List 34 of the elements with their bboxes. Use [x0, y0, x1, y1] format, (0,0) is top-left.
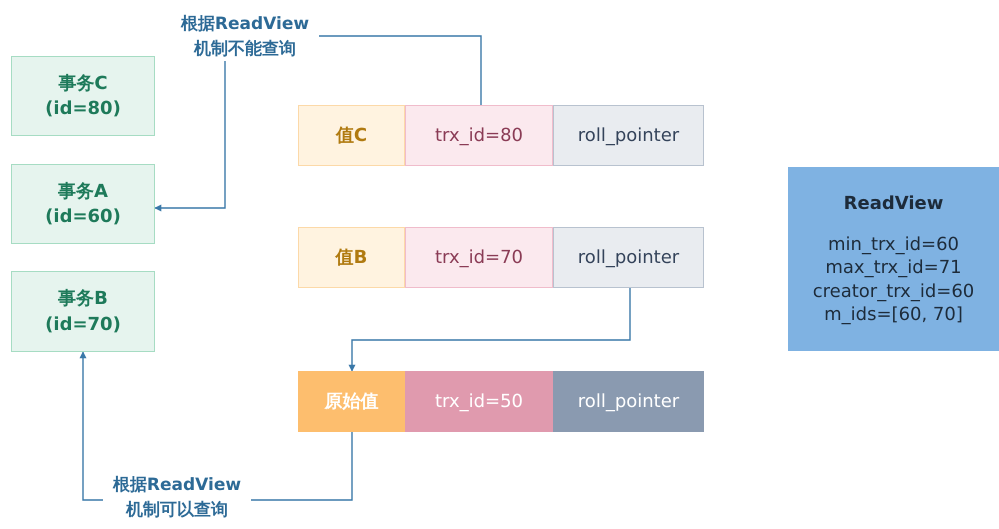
field-value: m_ids=[60, 70] — [824, 303, 963, 326]
transaction-id: (id=70) — [45, 312, 121, 336]
transaction-name: 事务A — [58, 180, 108, 204]
cell-text: 原始值 — [324, 390, 378, 414]
value-cell — [298, 105, 405, 166]
roll-pointer-cell — [553, 227, 704, 288]
value-cell — [298, 227, 405, 288]
transaction-box — [11, 271, 155, 352]
roll-pointer-cell — [553, 371, 704, 432]
field-value: max_trx_id=71 — [825, 256, 962, 280]
cell-text: trx_id=50 — [434, 390, 524, 414]
trx-id-cell — [405, 371, 553, 432]
transaction-box — [11, 56, 155, 136]
transaction-id: (id=80) — [45, 97, 121, 121]
box-heading: ReadView — [844, 192, 944, 215]
cell-text: trx_id=70 — [434, 246, 524, 270]
arrow — [348, 288, 631, 372]
roll-pointer-cell — [553, 105, 704, 166]
cell-text: roll_pointer — [578, 246, 680, 270]
field-value: creator_trx_id=60 — [812, 280, 974, 304]
trx-id-cell — [405, 105, 553, 166]
trx-id-cell — [405, 227, 553, 288]
cell-text: 值C — [336, 124, 368, 148]
cell-text: roll_pointer — [578, 124, 680, 148]
transaction-name: 事务C — [58, 72, 108, 96]
cell-text: 值B — [336, 246, 368, 270]
transaction-box — [11, 164, 155, 244]
field-value: min_trx_id=60 — [828, 232, 959, 256]
transaction-id: (id=60) — [45, 205, 121, 229]
transaction-name: 事务B — [58, 287, 108, 312]
value-cell — [298, 371, 405, 432]
cell-text: roll_pointer — [578, 390, 680, 414]
readview-box — [788, 167, 999, 351]
cell-text: trx_id=80 — [434, 124, 524, 148]
